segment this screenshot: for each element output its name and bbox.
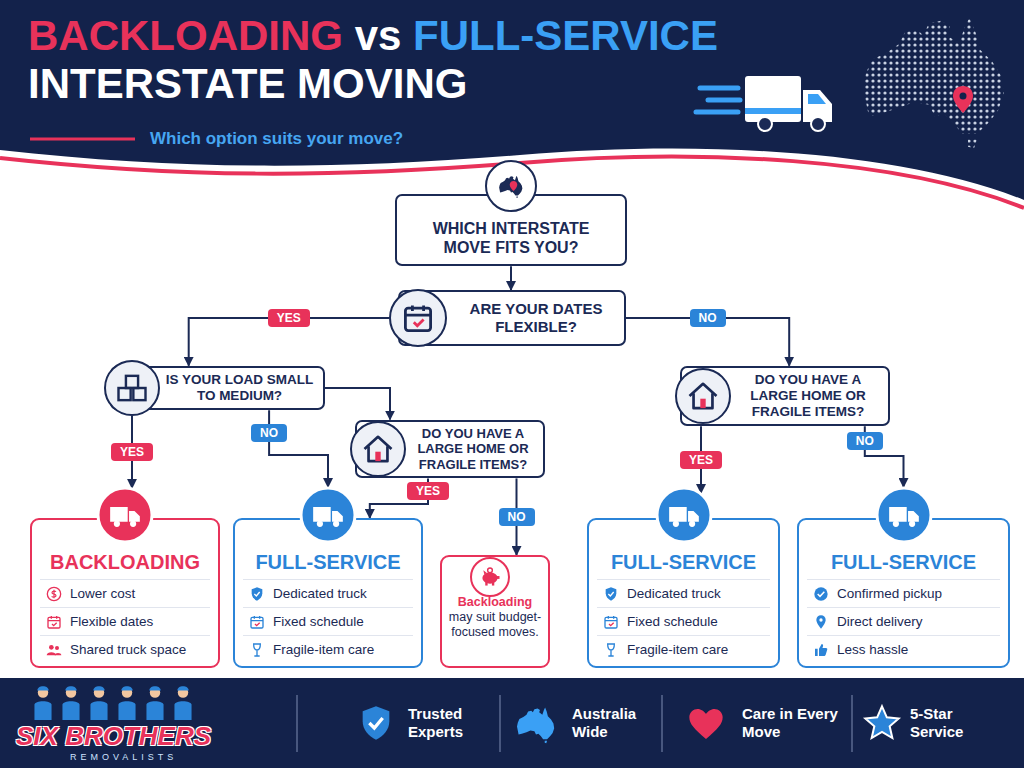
feature-row: Lower cost <box>40 579 210 607</box>
logo-name: SIX BROTHERS <box>16 722 256 750</box>
branch-label: YES <box>680 451 722 469</box>
title: BACKLOADING vs FULL-SERVICE INTERSTATE M… <box>28 12 768 108</box>
feature-text: Flexible dates <box>70 614 153 629</box>
feature-icon <box>603 642 619 658</box>
question-text: DO YOU HAVE A LARGE HOME OR FRAGILE ITEM… <box>409 426 537 473</box>
logo-tagline: REMOVALISTS <box>70 752 240 763</box>
node-icon <box>298 485 358 545</box>
map-pin <box>953 86 973 113</box>
feature-row: Fragile-item care <box>597 635 770 663</box>
node-icon <box>387 287 449 349</box>
feature-text: Lower cost <box>70 586 135 601</box>
logo-figures <box>34 686 191 720</box>
feature-text: Shared truck space <box>70 642 186 657</box>
subtitle: Which option suits your move? <box>150 129 480 149</box>
decision-box: DO YOU HAVE A LARGE HOME OR FRAGILE ITEM… <box>355 420 545 479</box>
star-icon <box>865 706 898 738</box>
branch-label: YES <box>268 309 310 327</box>
feature-text: Direct delivery <box>837 614 923 629</box>
feature-icon <box>813 586 829 602</box>
feature-text: Confirmed pickup <box>837 586 942 601</box>
shield-icon <box>363 706 390 739</box>
node-icon <box>874 485 934 545</box>
note-text: Backloading may suit budget-focused move… <box>448 595 542 640</box>
outcome-card: FULL-SERVICE Dedicated truckFixed schedul… <box>587 518 780 668</box>
footer-item: 5-Star Service <box>910 705 982 741</box>
question-text: DO YOU HAVE A LARGE HOME OR FRAGILE ITEM… <box>736 372 880 421</box>
node-icon <box>673 366 733 426</box>
footer-item: Australia Wide <box>572 705 648 741</box>
feature-icon <box>813 642 829 658</box>
question-text: ARE YOUR DATES FLEXIBLE? <box>456 300 616 336</box>
feature-icon <box>249 614 265 630</box>
connector <box>510 266 512 290</box>
outcome-card: FULL-SERVICE Dedicated truckFixed schedul… <box>233 518 423 668</box>
feature-text: Less hassle <box>837 642 908 657</box>
decision-box: DO YOU HAVE A LARGE HOME OR FRAGILE ITEM… <box>680 366 890 427</box>
node-icon <box>348 419 408 479</box>
decision-box: IS YOUR LOAD SMALL TO MEDIUM? <box>110 366 325 410</box>
feature-text: Fixed schedule <box>627 614 718 629</box>
card-heading: FULL-SERVICE <box>597 550 770 574</box>
subtitle-rule <box>30 138 135 141</box>
branch-label: NO <box>251 424 287 442</box>
branch-label: NO <box>690 309 726 327</box>
outcome-card: FULL-SERVICE Confirmed pickupDirect deliv… <box>797 518 1010 668</box>
connector <box>269 410 328 487</box>
feature-text: Fragile-item care <box>627 642 728 657</box>
question-text: IS YOUR LOAD SMALL TO MEDIUM? <box>162 372 317 404</box>
feature-row: Less hassle <box>807 635 1000 663</box>
feature-row: Direct delivery <box>807 607 1000 635</box>
node-icon <box>483 158 539 214</box>
question-text: WHICH INTERSTATE MOVE FITS YOU? <box>407 219 615 257</box>
feature-row: Fragile-item care <box>243 635 413 663</box>
branch-label: YES <box>407 482 449 500</box>
note-box: Backloading may suit budget-focused move… <box>440 555 550 668</box>
australia-icon <box>517 708 554 744</box>
feature-icon <box>46 642 62 658</box>
feature-row: Dedicated truck <box>597 579 770 607</box>
feature-icon <box>249 586 265 602</box>
feature-icon <box>813 614 829 630</box>
card-heading: BACKLOADING <box>40 550 210 574</box>
feature-row: Confirmed pickup <box>807 579 1000 607</box>
node-icon <box>468 555 512 599</box>
card-heading: FULL-SERVICE <box>807 550 1000 574</box>
footer-item: Care in Every Move <box>742 705 842 741</box>
feature-icon <box>249 642 265 658</box>
truck-art <box>696 76 832 131</box>
node-icon <box>102 358 162 418</box>
connector <box>325 388 390 420</box>
feature-icon <box>603 614 619 630</box>
node-icon <box>95 485 155 545</box>
feature-icon <box>46 586 62 602</box>
feature-text: Fixed schedule <box>273 614 364 629</box>
decision-box: WHICH INTERSTATE MOVE FITS YOU? <box>395 194 627 266</box>
feature-row: Flexible dates <box>40 607 210 635</box>
feature-text: Dedicated truck <box>273 586 367 601</box>
footer-dividers <box>297 695 852 752</box>
feature-icon <box>603 586 619 602</box>
decision-box: ARE YOUR DATES FLEXIBLE? <box>398 290 626 346</box>
branch-label: YES <box>111 443 153 461</box>
footer-band <box>0 678 1024 768</box>
feature-row: Dedicated truck <box>243 579 413 607</box>
feature-row: Shared truck space <box>40 635 210 663</box>
feature-text: Fragile-item care <box>273 642 374 657</box>
feature-text: Dedicated truck <box>627 586 721 601</box>
feature-row: Fixed schedule <box>597 607 770 635</box>
footer-item: Trusted Experts <box>408 705 488 741</box>
outcome-card: BACKLOADING Lower costFlexible datesShare… <box>30 518 220 668</box>
node-icon <box>654 485 714 545</box>
branch-label: NO <box>499 508 535 526</box>
australia-map <box>855 8 1015 158</box>
feature-row: Fixed schedule <box>243 607 413 635</box>
card-heading: FULL-SERVICE <box>243 550 413 574</box>
heart-icon <box>689 709 722 739</box>
feature-icon <box>46 614 62 630</box>
branch-label: NO <box>847 432 883 450</box>
